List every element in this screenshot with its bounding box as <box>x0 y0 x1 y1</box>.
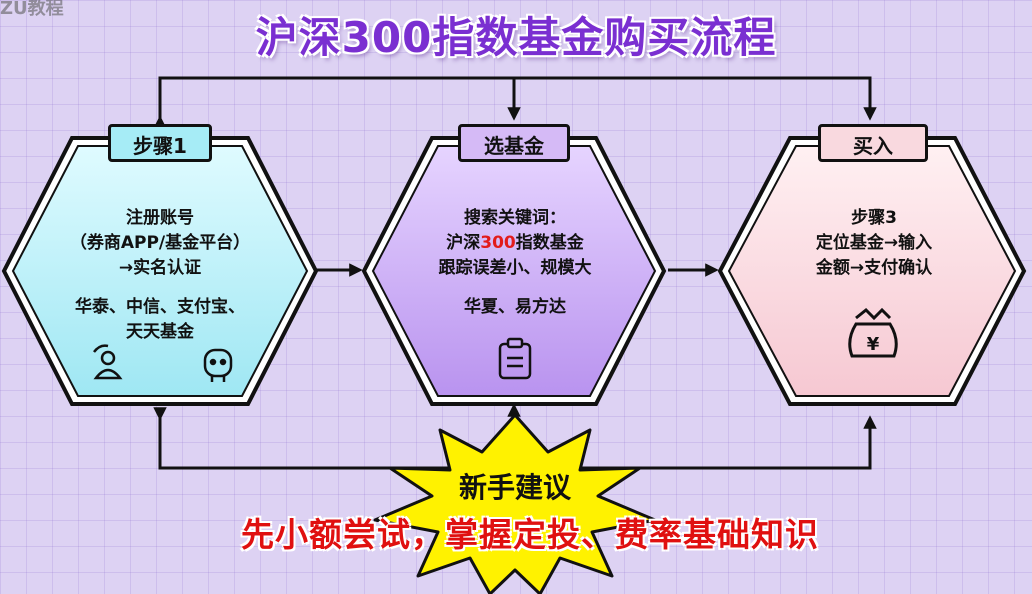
clipboard-icon <box>498 337 532 380</box>
step3-label: 买入 <box>818 124 928 162</box>
step2-line: 沪深300指数基金 <box>446 233 584 253</box>
step3-hexagon <box>717 136 1027 406</box>
step3-line: 定位基金→输入 <box>815 233 933 253</box>
advice-text: 先小额尝试，掌握定投、费率基础知识 <box>241 515 819 554</box>
step2-content: 搜索关键词： 沪深300指数基金 跟踪误差小、规模大 华夏、易方达 <box>384 206 646 320</box>
step2-line: 搜索关键词： <box>464 208 566 228</box>
user-icon <box>93 344 123 380</box>
step1-examples: 天天基金 <box>126 322 194 342</box>
top-connector <box>153 76 877 129</box>
step2-label: 选基金 <box>458 124 570 162</box>
step2-hexagon <box>361 136 667 406</box>
step3-content: 步骤3 定位基金→输入 金额→支付确认 <box>746 206 1002 281</box>
step3-line: 步骤3 <box>851 208 897 228</box>
page-title: 沪深300指数基金购买流程 <box>255 13 777 62</box>
step1-line: →实名认证 <box>118 258 202 278</box>
step1-content: 注册账号 （券商APP/基金平台） →实名认证 华泰、中信、支付宝、 天天基金 <box>24 206 296 345</box>
step1-label: 步骤1 <box>108 124 212 162</box>
advice-burst <box>373 413 657 594</box>
step2-examples: 华夏、易方达 <box>464 297 566 317</box>
advice-title: 新手建议 <box>458 471 571 504</box>
step2-line: 跟踪误差小、规模大 <box>438 258 592 278</box>
svg-text:¥: ¥ <box>867 334 880 355</box>
step3-line: 金额→支付确认 <box>815 258 933 278</box>
money-bag-icon: ¥ <box>848 307 898 358</box>
robot-icon <box>203 348 233 382</box>
highlight-300: 300 <box>480 233 516 253</box>
step1-examples: 华泰、中信、支付宝、 <box>75 297 245 317</box>
step1-hexagon <box>1 136 319 406</box>
watermark: ZU教程 <box>0 0 64 19</box>
step1-line: （券商APP/基金平台） <box>69 233 251 253</box>
step1-line: 注册账号 <box>126 208 194 228</box>
